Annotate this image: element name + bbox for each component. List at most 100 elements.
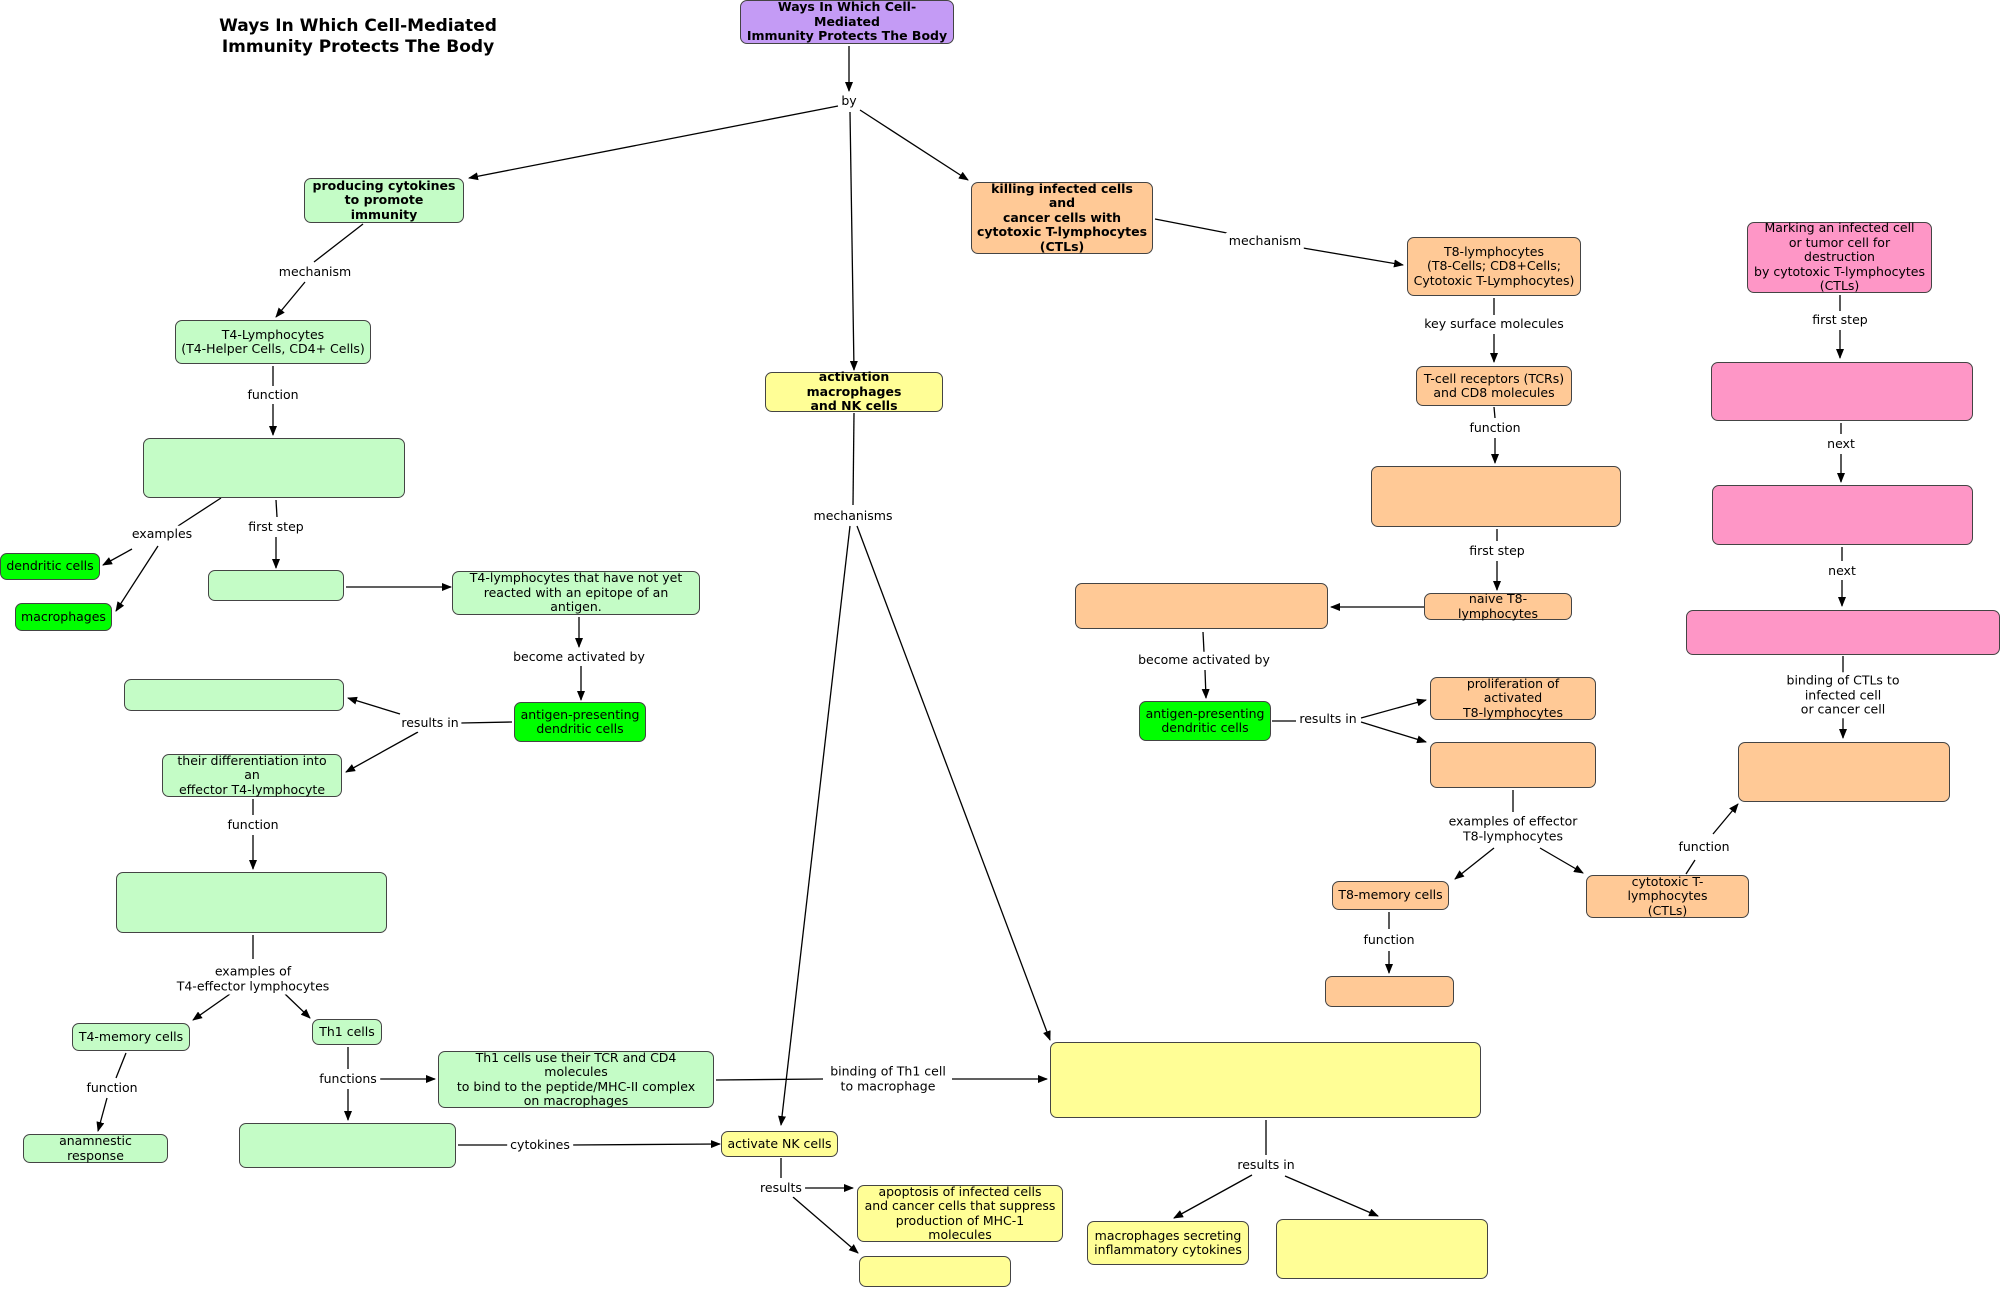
t4-memory-cells-node[interactable]: T4-memory cells [72, 1023, 190, 1051]
t4-effector-function-node[interactable] [116, 872, 387, 933]
connector [1154, 218, 1228, 234]
link-label-mechanism: mechanism [275, 263, 355, 281]
connector [347, 696, 401, 715]
t8-result-node[interactable] [1430, 742, 1596, 788]
th1-cells-node[interactable]: Th1 cells [312, 1019, 382, 1045]
connector [1360, 698, 1427, 719]
producing-cytokines-node[interactable]: producing cytokines to promote immunity [304, 178, 464, 223]
apoptosis-node[interactable]: apoptosis of infected cells and cancer c… [857, 1184, 1063, 1242]
connector [1201, 669, 1210, 699]
connector [460, 721, 513, 724]
link-label-results-in: results in [1234, 1156, 1298, 1174]
macrophages-node[interactable]: macrophages [15, 603, 112, 631]
link-label-become-activated: become activated by [1135, 651, 1273, 669]
t8-function-node[interactable] [1371, 466, 1621, 527]
connector [96, 1097, 108, 1132]
connector [102, 548, 133, 566]
t4-first-step-node[interactable] [208, 570, 344, 601]
connector [1173, 1174, 1253, 1219]
link-label-examples-t4: examples of T4-effector lymphocytes [173, 963, 333, 995]
ctl-function-node[interactable] [1738, 742, 1950, 802]
link-label-function: function [1360, 931, 1418, 949]
proliferation-node[interactable]: proliferation of activated T8-lymphocyte… [1430, 676, 1596, 720]
root-node[interactable]: Ways In Which Cell-Mediated Immunity Pro… [740, 0, 954, 44]
connector [859, 109, 969, 181]
connector [177, 497, 222, 527]
connector [1539, 847, 1584, 874]
map-title: Ways In Which Cell-Mediated Immunity Pro… [219, 16, 497, 57]
macrophage-activation-node[interactable] [1050, 1042, 1481, 1118]
connector [1493, 406, 1496, 419]
link-label-examples-t8: examples of effector T8-lymphocytes [1445, 813, 1581, 845]
killing-ctl-node[interactable]: killing infected cells and cancer cells … [971, 181, 1153, 254]
link-label-function: function [224, 816, 282, 834]
macrophages-secreting-node[interactable]: macrophages secreting inflammatory cytok… [1087, 1221, 1249, 1265]
connector [715, 1078, 824, 1081]
pink-step-3-node[interactable] [1686, 610, 2000, 655]
dendritic-cells-node[interactable]: dendritic cells [0, 553, 100, 580]
link-label-next: next [1824, 435, 1858, 453]
naive-t8-node[interactable]: naive T8-lymphocytes [1424, 591, 1572, 620]
t4-result-node[interactable] [124, 679, 344, 711]
link-label-mechanisms: mechanisms [810, 507, 896, 525]
marking-cell-node[interactable]: Marking an infected cell or tumor cell f… [1747, 221, 1932, 293]
connector [313, 223, 364, 263]
connector [570, 1140, 721, 1149]
connector [192, 993, 231, 1021]
link-label-function: function [1466, 419, 1524, 437]
connector [1454, 847, 1495, 880]
connector [1360, 721, 1427, 744]
anamnestic-response-node[interactable]: anamnestic response [23, 1133, 168, 1163]
connector [115, 545, 159, 612]
link-label-function: function [1675, 838, 1733, 856]
t8-memory-function-node[interactable] [1325, 976, 1454, 1007]
apc-left-node[interactable]: antigen-presenting dendritic cells [514, 702, 646, 742]
t8-lymphocytes-node[interactable]: T8-lymphocytes (T8-Cells; CD8+Cells; Cyt… [1407, 237, 1581, 296]
link-label-function: function [83, 1079, 141, 1097]
link-label-key-surface: key surface molecules [1421, 315, 1567, 333]
link-label-first-step: first step [245, 518, 307, 536]
connector [284, 993, 311, 1019]
connector [1284, 1175, 1379, 1217]
connector [275, 499, 278, 518]
connector [468, 105, 839, 181]
connector [115, 1052, 127, 1079]
t4-naive-node[interactable]: T4-lymphocytes that have not yet reacted… [452, 571, 700, 615]
connector [345, 731, 419, 773]
t4-lymphocytes-node[interactable]: T4-Lymphocytes (T4-Helper Cells, CD4+ Ce… [175, 320, 371, 364]
activate-nk-cells-node[interactable]: activate NK cells [721, 1131, 838, 1157]
link-label-by: by [838, 92, 860, 110]
th1-function-node[interactable] [239, 1123, 456, 1168]
connector [856, 525, 1051, 1041]
link-label-examples: examples [128, 525, 196, 543]
t8-memory-cells-node[interactable]: T8-memory cells [1332, 881, 1449, 910]
nk-result-node[interactable] [859, 1256, 1011, 1287]
link-label-cytokines: cytokines [507, 1136, 573, 1154]
pink-step-2-node[interactable] [1712, 485, 1973, 545]
connector [1302, 247, 1404, 268]
t4-function-node[interactable] [143, 438, 405, 498]
link-label-first-step: first step [1809, 311, 1871, 329]
link-label-results: results [757, 1179, 805, 1197]
activation-macrophages-node[interactable]: activation macrophages and NK cells [765, 370, 943, 413]
connector [1202, 631, 1205, 653]
t8-first-step-node[interactable] [1075, 583, 1328, 629]
connector [778, 525, 851, 1126]
link-label-results-in: results in [398, 714, 462, 732]
apc-right-node[interactable]: antigen-presenting dendritic cells [1139, 701, 1271, 741]
tcr-cd8-node[interactable]: T-cell receptors (TCRs) and CD8 molecule… [1416, 366, 1572, 406]
link-label-mechanism: mechanism [1225, 232, 1305, 250]
pink-step-1-node[interactable] [1711, 362, 1973, 421]
link-label-become-activated: become activated by [510, 648, 648, 666]
macrophage-result-node[interactable] [1276, 1219, 1488, 1279]
t4-differentiation-node[interactable]: their differentiation into an effector T… [162, 753, 342, 797]
th1-use-node[interactable]: Th1 cells use their TCR and CD4 molecule… [438, 1050, 714, 1108]
ctl-node[interactable]: cytotoxic T-lymphocytes (CTLs) [1586, 874, 1749, 918]
connector [792, 1196, 859, 1254]
link-label-first-step: first step [1466, 542, 1528, 560]
link-label-functions: functions [316, 1070, 380, 1088]
connector [1712, 803, 1739, 835]
link-label-results-in: results in [1296, 710, 1360, 728]
